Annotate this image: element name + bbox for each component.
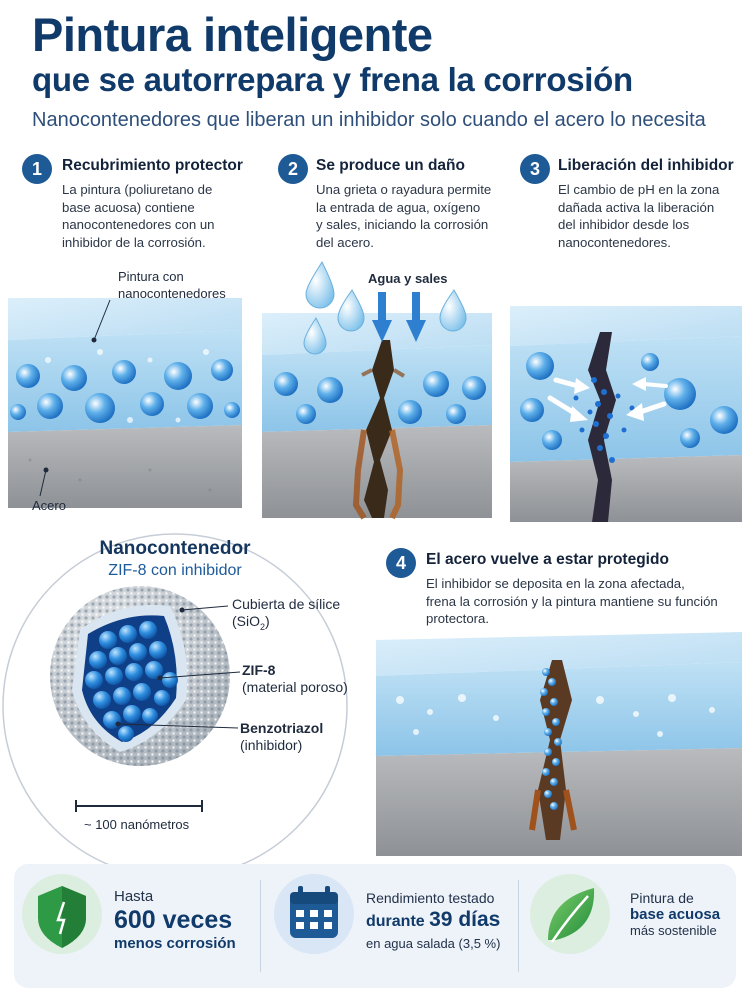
shell-label: Cubierta de sílice (SiO2) — [232, 596, 341, 632]
step-4-text: El inhibidor se deposita en la zona afec… — [426, 576, 718, 626]
nano-title: Nanocontenedor — [99, 538, 251, 559]
step-3-badge: 3 — [520, 154, 550, 184]
nano-subtitle: ZIF-8 con inhibidor — [108, 562, 242, 579]
page-subtitle: que se autorrepara y frena la corrosión — [32, 61, 633, 98]
step-4-title: El acero vuelve a estar protegido — [426, 551, 669, 568]
shield-icon — [22, 874, 102, 954]
bta-label: Benzotriazol(inhibidor) — [240, 720, 324, 753]
coating-block-damaged — [262, 260, 492, 520]
water-label: Agua y sales — [368, 271, 448, 286]
calendar-icon — [274, 874, 354, 954]
step-2-badge: 2 — [278, 154, 308, 184]
footer-panel — [14, 864, 736, 988]
coating-block-protected — [376, 632, 742, 856]
coating-block-intact — [8, 298, 242, 508]
zif-label: ZIF-8(material poroso) — [242, 662, 348, 695]
page-tagline: Nanocontenedores que liberan un inhibido… — [32, 109, 706, 131]
step-3-title: Liberación del inhibidor — [558, 157, 734, 174]
step-1-title: Recubrimiento protector — [62, 157, 243, 174]
page-title: Pintura inteligente — [32, 8, 433, 61]
footer-item-duration: Rendimiento testado durante 39 días en a… — [366, 890, 501, 951]
step-1-badge: 1 — [22, 154, 52, 184]
coating-block-release — [510, 306, 742, 522]
footer-item-corrosion: Hasta 600 veces menos corrosión — [114, 888, 236, 952]
footer-item-waterbased: Pintura de base acuosa más sostenible — [630, 890, 721, 938]
footer-divider — [260, 880, 261, 972]
leaf-icon — [530, 874, 610, 954]
footer-divider — [518, 880, 519, 972]
step-4-badge: 4 — [386, 548, 416, 578]
nanocontainer-illustration — [2, 533, 348, 879]
scale-label: ~ 100 nanómetros — [84, 817, 190, 832]
steel-label: Acero — [32, 498, 66, 513]
step-2-title: Se produce un daño — [316, 157, 465, 174]
